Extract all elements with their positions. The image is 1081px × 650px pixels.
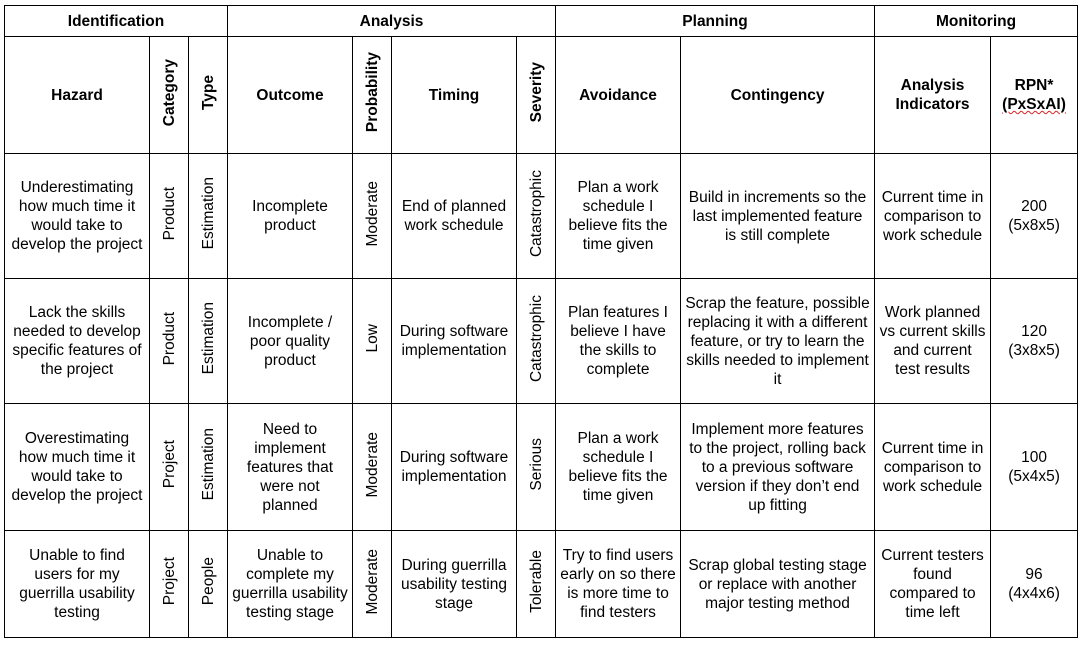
type-cell: Estimation xyxy=(188,153,228,279)
outcome-cell: Unable to complete my guerrilla usabilit… xyxy=(227,530,353,638)
avoidance-cell: Try to find users early on so there is m… xyxy=(555,530,682,638)
indicators-cell: Current time in comparison to work sched… xyxy=(874,403,992,531)
col-rpn-formula: (PxSxAI) xyxy=(1002,96,1066,113)
table-row: Overestimating how much time it would ta… xyxy=(4,403,1079,531)
severity-value: Serious xyxy=(527,438,545,491)
timing-cell: During software implementation xyxy=(391,403,517,531)
timing-cell: During guerrilla usability testing stage xyxy=(391,530,517,638)
type-value: Estimation xyxy=(199,177,217,250)
table-row: Unable to find users for my guerrilla us… xyxy=(4,530,1079,638)
rpn-cell: 96 (4x4x6) xyxy=(990,530,1079,638)
rpn-calc: (4x4x6) xyxy=(1008,585,1060,602)
rpn-calc: (3x8x5) xyxy=(1008,342,1060,359)
table-row: Lack the skills needed to develop specif… xyxy=(4,278,1079,404)
hazard-cell: Lack the skills needed to develop specif… xyxy=(4,278,150,404)
col-timing: Timing xyxy=(391,36,517,154)
category-value: Product xyxy=(160,186,178,241)
col-avoidance: Avoidance xyxy=(555,36,682,154)
probability-cell: Moderate xyxy=(352,403,392,531)
hazard-cell: Unable to find users for my guerrilla us… xyxy=(4,530,150,638)
rpn-cell: 100 (5x4x5) xyxy=(990,403,1079,531)
col-outcome: Outcome xyxy=(227,36,353,154)
risk-table: Identification Analysis Planning Monitor… xyxy=(4,5,1079,638)
col-analysis-indicators: Analysis Indicators xyxy=(874,36,992,154)
type-value: Estimation xyxy=(199,428,217,501)
col-contingency: Contingency xyxy=(680,36,876,154)
probability-value: Moderate xyxy=(363,180,381,247)
indicators-cell: Work planned vs current skills and curre… xyxy=(874,278,992,404)
severity-cell: Serious xyxy=(515,403,557,531)
probability-value: Moderate xyxy=(363,431,381,498)
rpn-cell: 120 (3x8x5) xyxy=(990,278,1079,404)
group-planning: Planning xyxy=(555,5,876,37)
indicators-cell: Current time in comparison to work sched… xyxy=(874,153,992,279)
col-probability-label: Probability xyxy=(363,52,381,133)
contingency-cell: Scrap the feature, possible replacing it… xyxy=(680,278,876,404)
col-type-label: Type xyxy=(199,74,217,111)
group-header-row: Identification Analysis Planning Monitor… xyxy=(4,5,1079,37)
severity-value: Tolerable xyxy=(527,550,545,613)
outcome-cell: Need to implement features that were not… xyxy=(227,403,353,531)
col-severity: Severity xyxy=(515,36,557,154)
rpn-calc: (5x4x5) xyxy=(1008,468,1060,485)
category-cell: Project xyxy=(149,530,189,638)
rpn-value: 200 xyxy=(1021,198,1047,215)
col-hazard: Hazard xyxy=(4,36,150,154)
contingency-cell: Build in increments so the last implemen… xyxy=(680,153,876,279)
category-value: Project xyxy=(160,557,178,606)
category-cell: Project xyxy=(149,403,189,531)
col-probability: Probability xyxy=(352,36,392,154)
col-rpn: RPN* (PxSxAI) xyxy=(990,36,1079,154)
avoidance-cell: Plan a work schedule I believe fits the … xyxy=(555,153,682,279)
severity-value: Catastrophic xyxy=(527,294,545,382)
col-severity-label: Severity xyxy=(527,62,545,123)
severity-cell: Tolerable xyxy=(515,530,557,638)
type-cell: Estimation xyxy=(188,403,228,531)
type-value: People xyxy=(199,557,217,606)
indicators-cell: Current testers found compared to time l… xyxy=(874,530,992,638)
table-row: Underestimating how much time it would t… xyxy=(4,153,1079,279)
group-identification: Identification xyxy=(4,5,228,37)
hazard-cell: Overestimating how much time it would ta… xyxy=(4,403,150,531)
severity-cell: Catastrophic xyxy=(515,153,557,279)
probability-cell: Low xyxy=(352,278,392,404)
col-type: Type xyxy=(188,36,228,154)
contingency-cell: Scrap global testing stage or replace wi… xyxy=(680,530,876,638)
severity-value: Catastrophic xyxy=(527,169,545,257)
hazard-cell: Underestimating how much time it would t… xyxy=(4,153,150,279)
probability-value: Low xyxy=(363,324,381,353)
contingency-cell: Implement more features to the project, … xyxy=(680,403,876,531)
type-value: Estimation xyxy=(199,302,217,375)
rpn-value: 96 xyxy=(1025,566,1043,583)
category-value: Project xyxy=(160,440,178,489)
timing-cell: During software implementation xyxy=(391,278,517,404)
outcome-cell: Incomplete / poor quality product xyxy=(227,278,353,404)
col-category: Category xyxy=(149,36,189,154)
col-indicators-label: Analysis Indicators xyxy=(895,77,970,113)
outcome-cell: Incomplete product xyxy=(227,153,353,279)
severity-cell: Catastrophic xyxy=(515,278,557,404)
group-monitoring: Monitoring xyxy=(874,5,1079,37)
rpn-value: 100 xyxy=(1021,449,1047,466)
probability-cell: Moderate xyxy=(352,530,392,638)
category-value: Product xyxy=(160,311,178,366)
col-rpn-label: RPN* xyxy=(1014,77,1054,94)
column-header-row: Hazard Category Type Outcome Probability… xyxy=(4,36,1079,154)
type-cell: People xyxy=(188,530,228,638)
probability-value: Moderate xyxy=(363,548,381,615)
category-cell: Product xyxy=(149,278,189,404)
avoidance-cell: Plan a work schedule I believe fits the … xyxy=(555,403,682,531)
probability-cell: Moderate xyxy=(352,153,392,279)
avoidance-cell: Plan features I believe I have the skill… xyxy=(555,278,682,404)
col-category-label: Category xyxy=(160,58,178,127)
rpn-calc: (5x8x5) xyxy=(1008,217,1060,234)
type-cell: Estimation xyxy=(188,278,228,404)
group-analysis: Analysis xyxy=(226,5,557,37)
rpn-cell: 200 (5x8x5) xyxy=(990,153,1079,279)
timing-cell: End of planned work schedule xyxy=(391,153,517,279)
category-cell: Product xyxy=(149,153,189,279)
rpn-value: 120 xyxy=(1021,323,1047,340)
